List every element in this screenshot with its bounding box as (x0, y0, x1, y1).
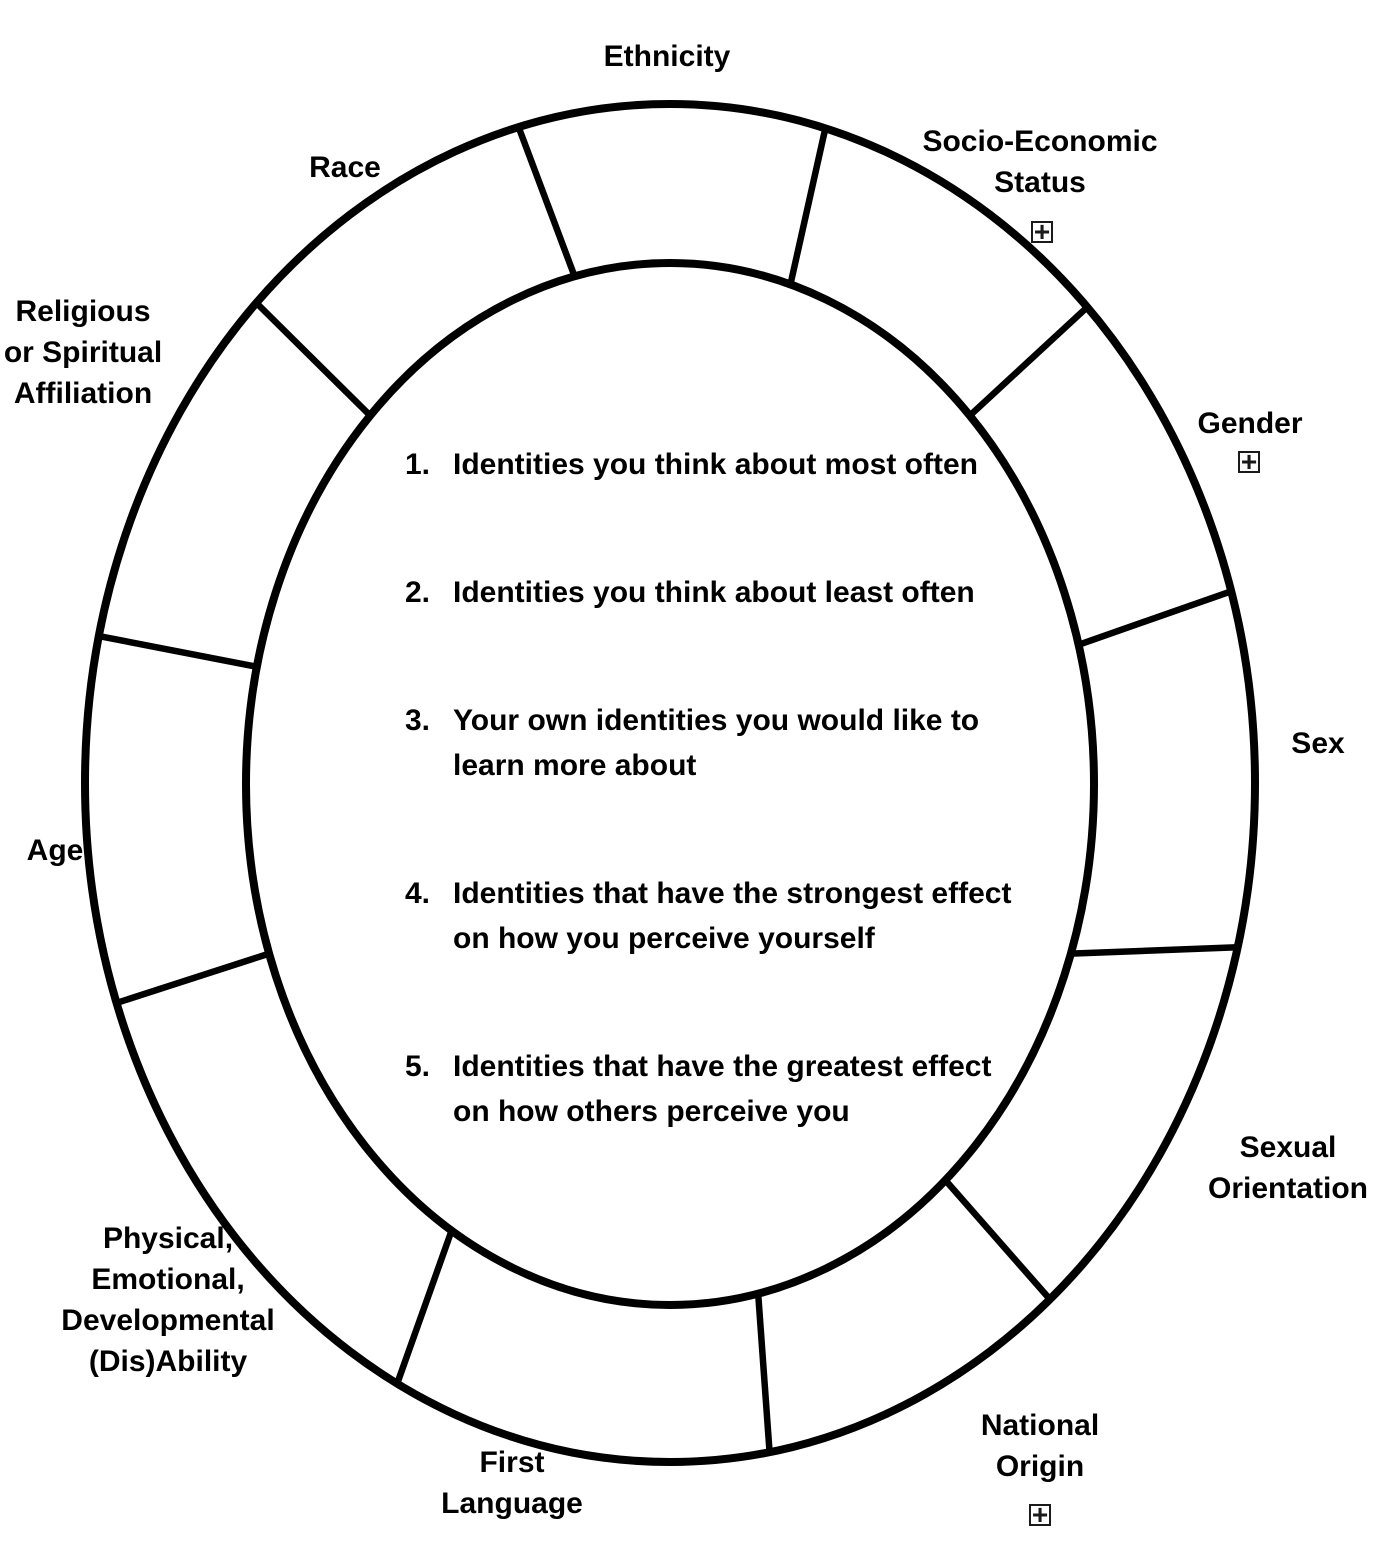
prompt-text: Identities that have the strongest effec… (453, 871, 1011, 961)
segment-label-line: (Dis)Ability (88, 1345, 248, 1378)
segment-label-line: Orientation (1207, 1172, 1369, 1205)
expand-plus-icon-gender[interactable]: + (1238, 451, 1260, 473)
segment-divider-sex-and-sexual-orientation (1070, 944, 1238, 957)
segment-label-line: Age (26, 834, 84, 867)
segment-divider-socio-economic-status-and-gender (967, 304, 1090, 418)
prompt-line: on how others perceive you (453, 1095, 850, 1128)
segment-label-line: First (479, 1446, 545, 1479)
segment-label-race: Race (309, 147, 381, 188)
segment-divider-ethnicity-and-socio-economic-status (787, 127, 829, 286)
segment-label-line: Emotional, (91, 1263, 245, 1296)
segment-label-ethnicity: Ethnicity (604, 36, 731, 77)
segment-label-line: Physical, (102, 1222, 234, 1255)
prompt-line: on how you perceive yourself (453, 922, 875, 955)
segment-label-line: or Spiritual (3, 336, 163, 369)
segment-label-line: Sex (1291, 727, 1345, 760)
segment-label-line: Developmental (61, 1304, 275, 1337)
prompt-line: learn more about (453, 749, 697, 782)
segment-divider-age-and-religious-affiliation (98, 632, 258, 670)
prompt-text: Identities that have the greatest effect… (453, 1044, 991, 1134)
segment-divider-disability-and-age (115, 950, 271, 1007)
prompt-line: Your own identities you would like to (453, 704, 980, 737)
segment-label-line: Gender (1197, 407, 1303, 440)
segment-label-line: Origin (995, 1450, 1085, 1483)
segment-label-line: Race (309, 151, 381, 184)
segment-label-age: Age (27, 830, 84, 871)
segment-divider-race-and-ethnicity (515, 125, 578, 278)
segment-label-line: Socio-Economic (922, 125, 1158, 158)
inner-ellipse (242, 259, 1098, 1309)
center-prompt-list: 1. Identities you think about most often 2… (405, 442, 1085, 1217)
segment-divider-national-origin-and-first-language (754, 1293, 773, 1453)
segment-divider-sexual-orientation-and-national-origin (942, 1178, 1053, 1302)
segment-divider-religious-affiliation-and-race (254, 300, 373, 418)
prompt-item-3: 3. Your own identities you would like to l… (405, 698, 1085, 788)
prompt-item-5: 5. Identities that have the greatest effe… (405, 1044, 1085, 1134)
segment-label-line: National (980, 1409, 1100, 1442)
outer-ellipse (81, 100, 1259, 1466)
segment-label-line: Ethnicity (603, 40, 731, 73)
segment-label-line: Sexual (1239, 1131, 1337, 1164)
prompt-number: 3. (405, 704, 431, 737)
prompt-item-2: 2. Identities you think about least often (405, 570, 1085, 615)
prompt-number: 2. (405, 576, 431, 609)
segment-label-line: Language (441, 1487, 583, 1520)
prompt-number: 5. (405, 1050, 431, 1083)
expand-plus-icon-national-origin[interactable]: + (1029, 1504, 1051, 1526)
segment-label-line: Affiliation (13, 377, 153, 410)
prompt-text: Your own identities you would like to lea… (453, 698, 979, 788)
prompt-text: Identities you think about most often (453, 442, 978, 487)
prompt-text: Identities you think about least often (453, 570, 975, 615)
segment-divider-gender-and-sex (1077, 588, 1233, 648)
prompt-line: Identities you think about least often (453, 576, 975, 609)
segment-label-disability: Physical, Emotional, Developmental (Dis)Abi… (61, 1218, 274, 1382)
prompt-number: 1. (405, 448, 431, 481)
segment-label-line: Status (994, 166, 1086, 199)
expand-plus-icon-socio-economic-status[interactable]: + (1031, 221, 1053, 243)
segment-divider-first-language-and-disability (394, 1229, 455, 1385)
prompt-item-4: 4. Identities that have the strongest eff… (405, 871, 1085, 961)
prompt-line: Identities that have the greatest effect (453, 1050, 992, 1083)
prompt-line: Identities that have the strongest effec… (453, 877, 1012, 910)
segment-label-line: Religious (15, 295, 151, 328)
segment-label-sex: Sex (1291, 723, 1344, 764)
segment-label-gender: Gender (1197, 403, 1302, 444)
prompt-line: Identities you think about most often (453, 448, 978, 481)
prompt-number: 4. (405, 877, 431, 910)
prompt-item-1: 1. Identities you think about most often (405, 442, 1085, 487)
